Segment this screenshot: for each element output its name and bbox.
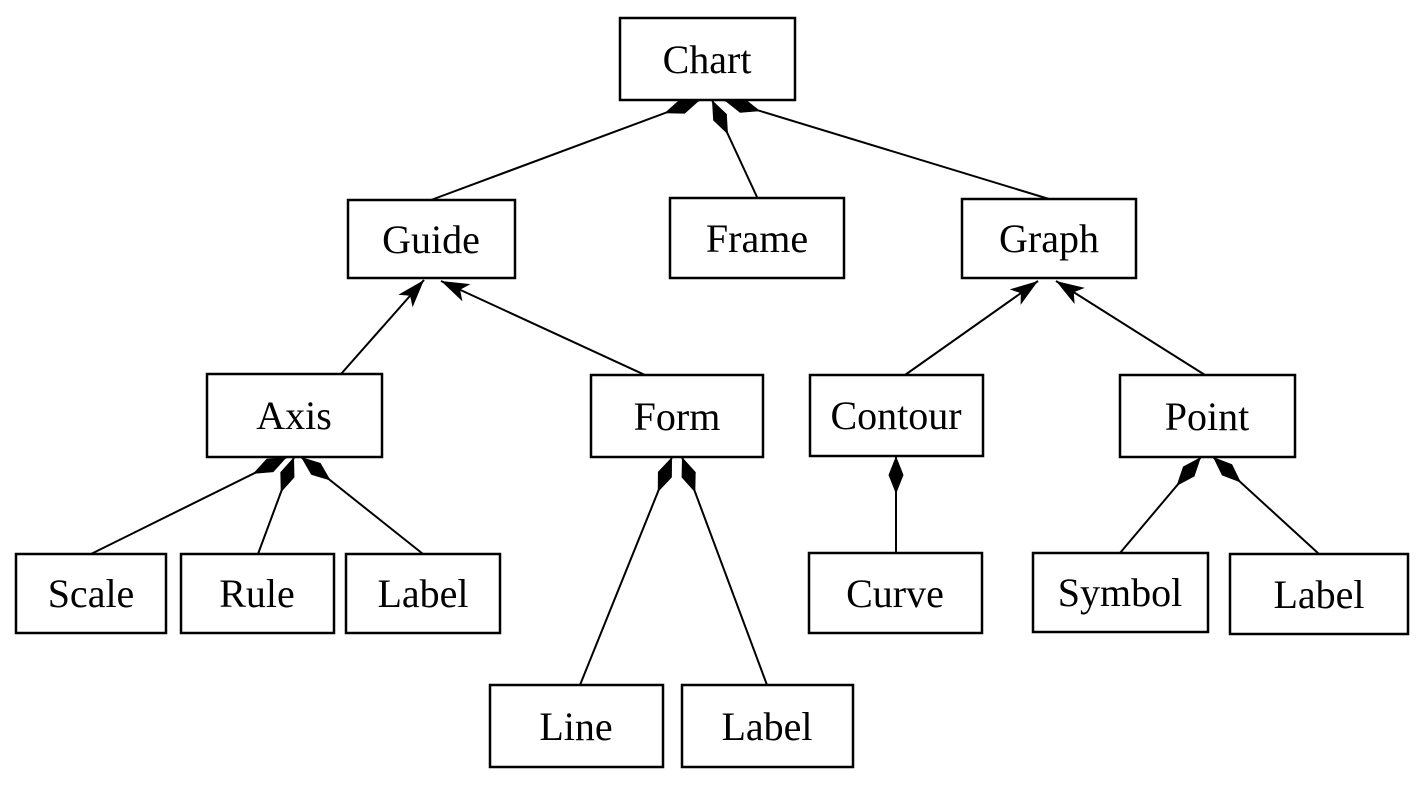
- edge-point-label: [1212, 456, 1320, 555]
- node-graph-box: [960, 197, 1138, 280]
- node-symbol: Symbol: [1031, 551, 1210, 634]
- edge-form-label: [681, 456, 768, 686]
- node-axis-label-box: [344, 552, 502, 635]
- node-scale-box: [14, 552, 168, 635]
- node-form-label: Form: [634, 394, 721, 439]
- node-form-label-label: Label: [721, 704, 812, 749]
- node-curve-label: Curve: [846, 571, 944, 616]
- node-scale-label: Scale: [48, 571, 135, 616]
- node-guide-label: Guide: [382, 217, 480, 262]
- node-symbol-label: Symbol: [1058, 570, 1182, 615]
- node-graph: Graph: [960, 197, 1138, 280]
- node-symbol-box: [1031, 551, 1210, 634]
- edge-point-symbol: [1119, 456, 1202, 554]
- edge-axis-rule: [257, 456, 295, 555]
- node-chart-box: [618, 16, 797, 102]
- node-contour: Contour: [808, 373, 985, 458]
- node-point-label-box: [1228, 552, 1410, 636]
- node-rule-box: [179, 552, 336, 635]
- node-rule: Rule: [179, 552, 336, 635]
- node-axis-label: Label: [344, 552, 502, 635]
- node-form-box: [589, 373, 765, 459]
- node-guide: Guide: [346, 198, 517, 280]
- node-point: Point: [1118, 373, 1297, 459]
- edge-contour-graph: [904, 280, 1039, 376]
- node-axis-label-label: Label: [377, 571, 468, 616]
- node-line: Line: [488, 683, 665, 769]
- node-line-box: [488, 683, 665, 769]
- node-chart-label: Chart: [663, 37, 752, 82]
- node-point-label-label: Label: [1273, 572, 1364, 617]
- node-point-label: Point: [1165, 394, 1249, 439]
- node-guide-box: [346, 198, 517, 280]
- edge-form-guide: [440, 280, 646, 376]
- edge-form-line: [579, 456, 673, 686]
- edge-axis-label: [300, 456, 424, 555]
- node-form-label-box: [680, 683, 855, 769]
- node-axis: Axis: [205, 372, 384, 459]
- node-axis-box: [205, 372, 384, 459]
- node-axis-label: Axis: [256, 393, 332, 438]
- node-frame: Frame: [668, 196, 846, 280]
- node-contour-box: [808, 373, 985, 458]
- edge-axis-guide: [340, 279, 425, 375]
- edge-chart-graph: [723, 98, 1050, 200]
- edge-chart-frame: [711, 99, 758, 198]
- edge-axis-scale: [90, 456, 288, 555]
- node-contour-label: Contour: [830, 393, 961, 438]
- node-curve: Curve: [807, 551, 984, 635]
- node-rule-label: Rule: [219, 571, 295, 616]
- node-form-label: Label: [680, 683, 855, 769]
- node-point-box: [1118, 373, 1297, 459]
- node-frame-box: [668, 196, 846, 280]
- node-frame-label: Frame: [706, 216, 808, 261]
- edge-point-graph: [1055, 280, 1206, 376]
- node-curve-box: [807, 551, 984, 635]
- edge-chart-guide: [430, 99, 701, 201]
- node-point-label: Label: [1228, 552, 1410, 636]
- node-scale: Scale: [14, 552, 168, 635]
- node-line-label: Line: [539, 704, 612, 749]
- node-chart: Chart: [618, 16, 797, 102]
- node-graph-label: Graph: [999, 216, 1099, 261]
- node-form: Form: [589, 373, 765, 459]
